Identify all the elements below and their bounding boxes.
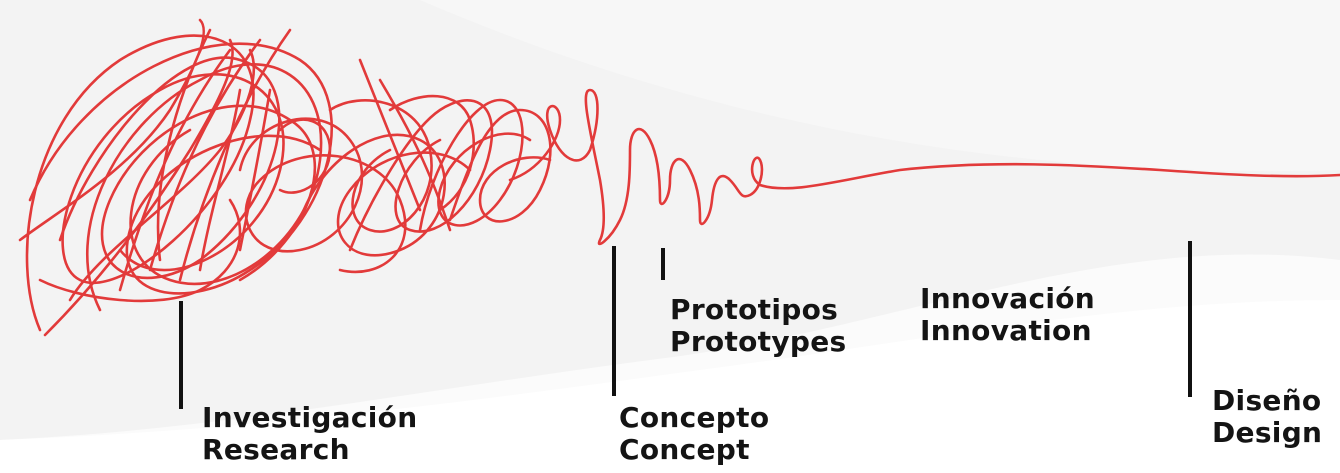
stage-investigacion: Investigación Research	[202, 402, 417, 466]
stage-concepto: Concepto Concept	[619, 402, 769, 466]
diseno-tick	[1188, 241, 1192, 397]
stage-investigacion-es: Investigación	[202, 401, 418, 434]
stage-prototipos-es: Prototipos	[670, 293, 839, 326]
stage-prototipos: Prototipos Prototypes	[670, 294, 847, 358]
stage-diseno: Diseño Design	[1212, 385, 1322, 449]
stage-innovacion-en: Innovation	[920, 314, 1092, 347]
concepto-tick	[612, 246, 616, 396]
stage-diseno-en: Design	[1212, 416, 1323, 449]
stage-concepto-en: Concept	[619, 433, 750, 466]
stage-prototipos-en: Prototypes	[670, 325, 847, 358]
stage-investigacion-en: Research	[202, 433, 350, 466]
stage-concepto-es: Concepto	[619, 401, 770, 434]
stage-diseno-es: Diseño	[1212, 384, 1322, 417]
stage-innovacion-es: Innovación	[920, 282, 1096, 315]
prototipos-tick	[661, 248, 665, 280]
investigacion-tick	[179, 301, 183, 409]
stage-innovacion: Innovación Innovation	[920, 283, 1095, 347]
